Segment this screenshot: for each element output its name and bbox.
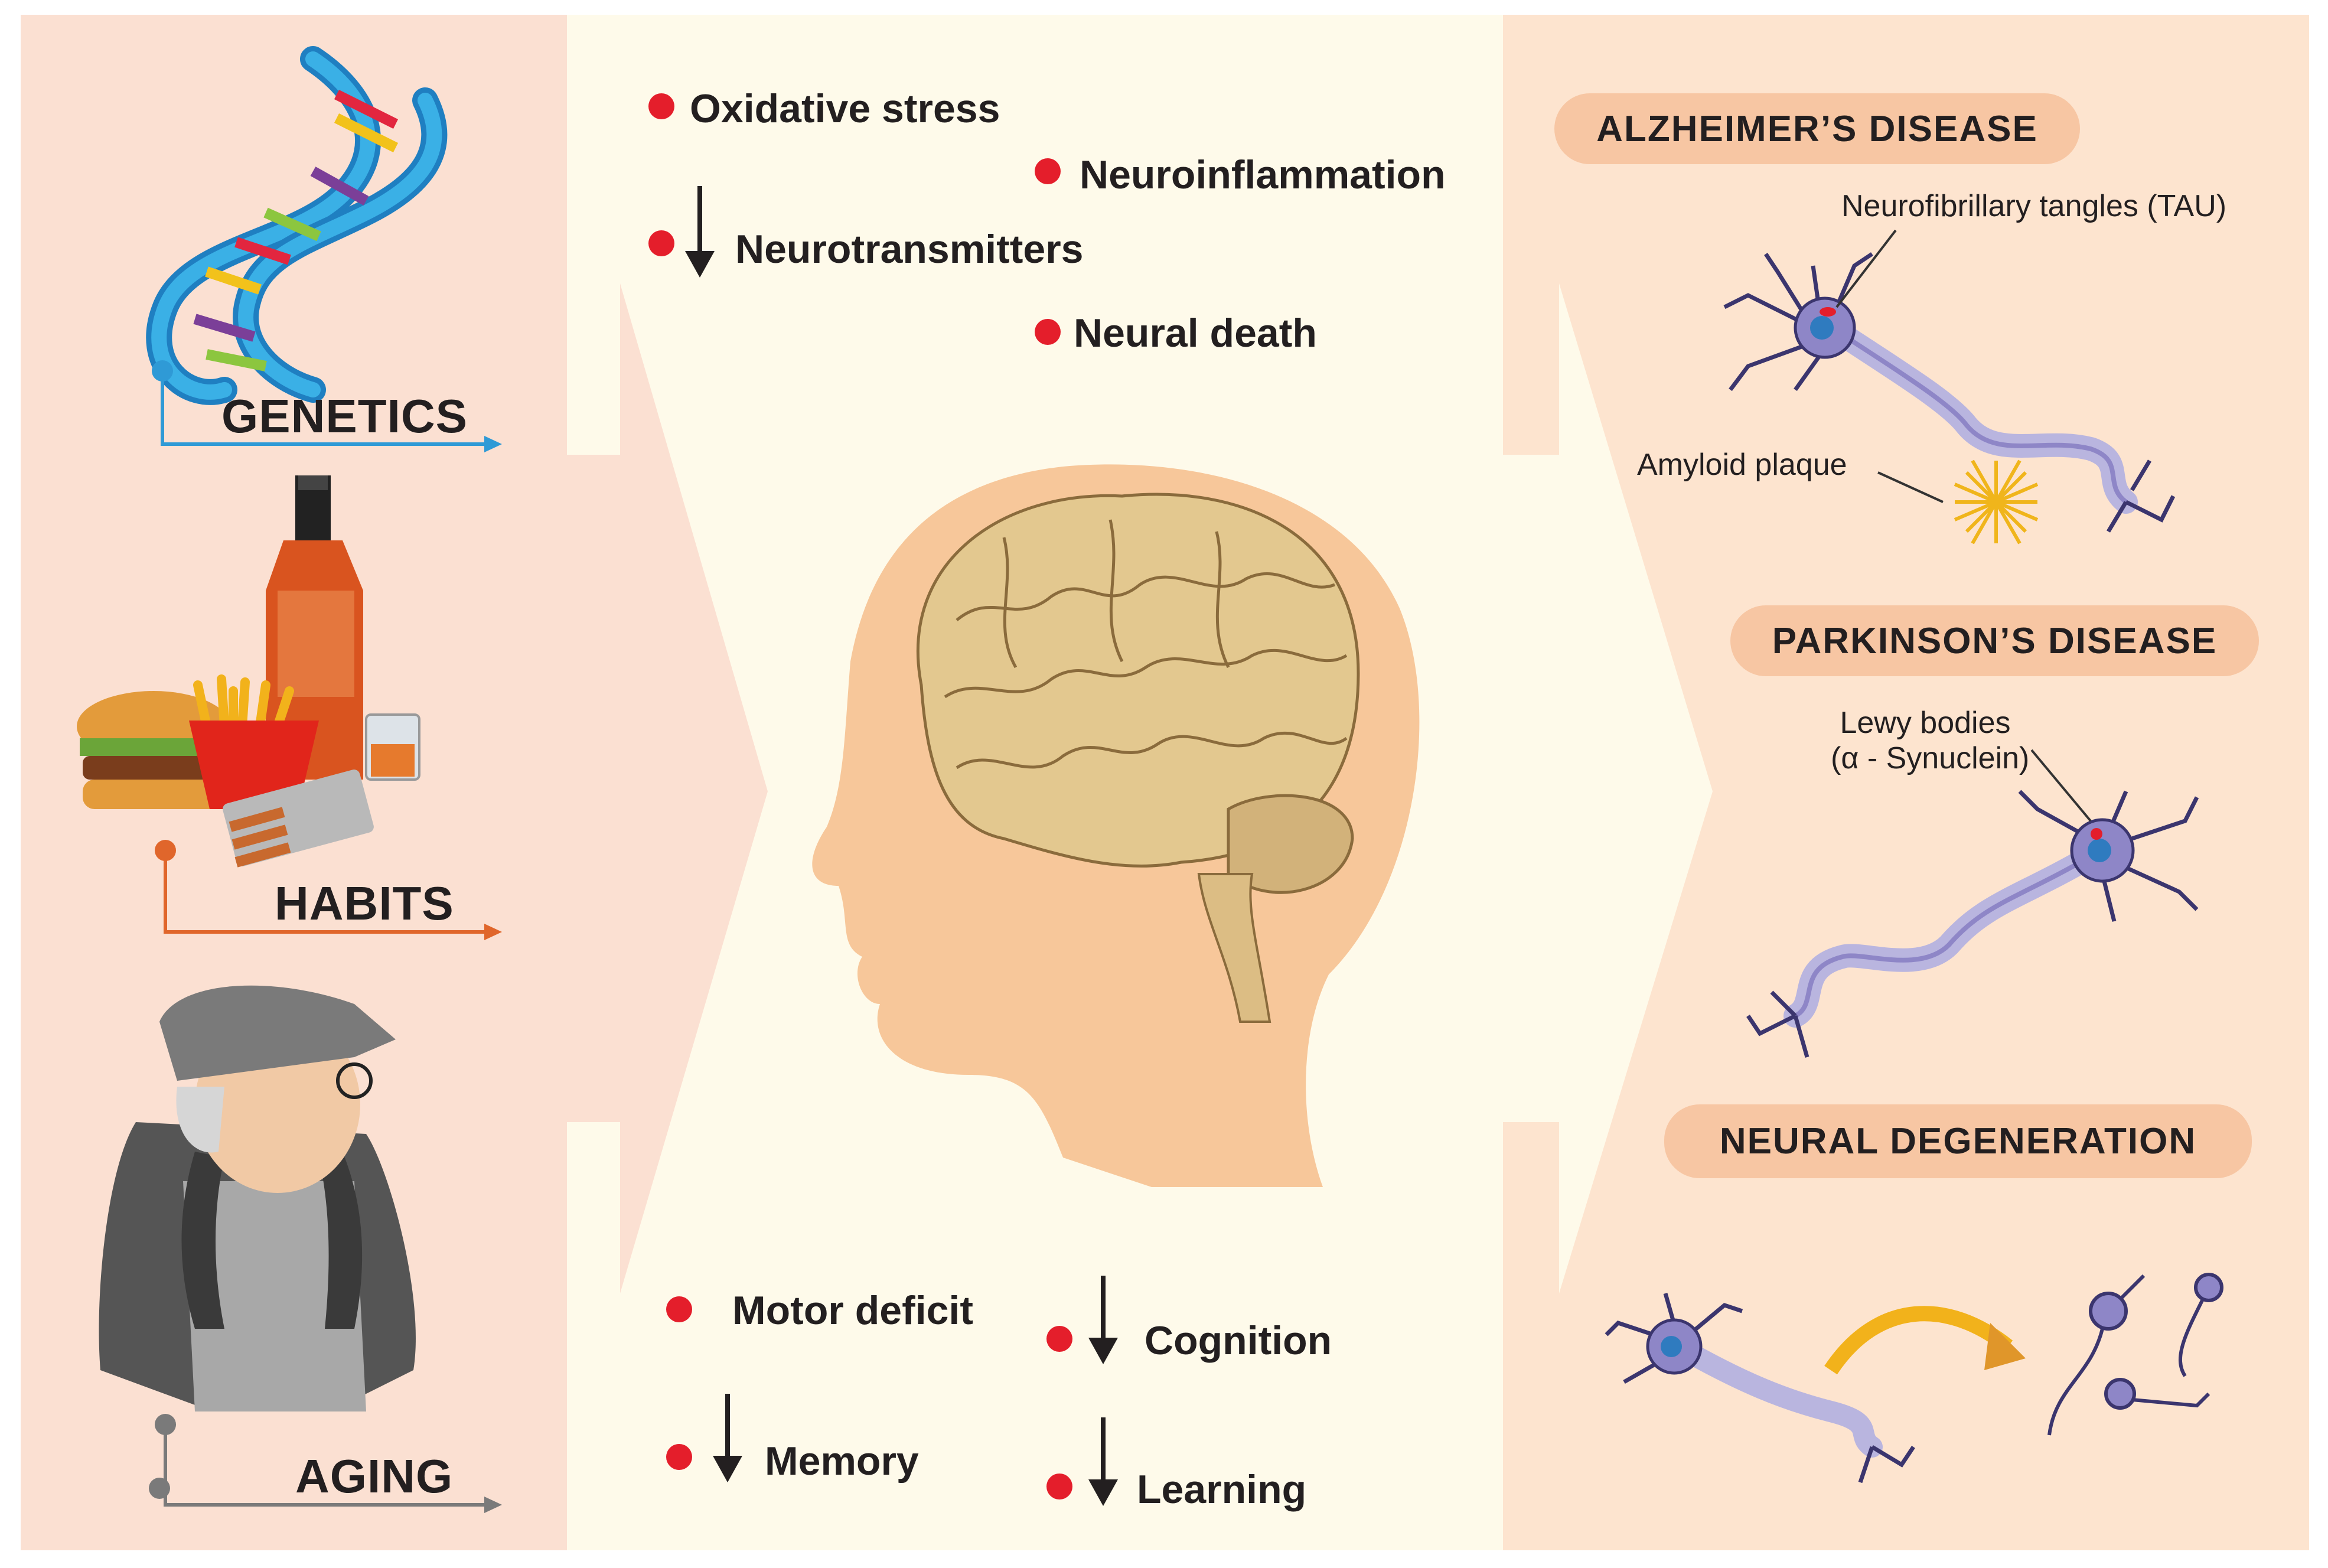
plaque-label: Amyloid plaque [1637,448,1847,482]
parkinsons-title: PARKINSON’S DISEASE [1730,605,2259,676]
neural-degeneration-title: NEURAL DEGENERATION [1664,1104,2252,1178]
amyloid-plaque [1954,459,2039,545]
aging-connector [155,1414,502,1513]
degenerated-neurons [2047,1273,2223,1436]
lewy-line-2: (α - Synuclein) [1831,741,2030,775]
bullet-dot [648,93,674,119]
alzheimers-title: ALZHEIMER’S DISEASE [1554,93,2080,164]
lewy-bodies-label: Lewy bodies (α - Synuclein) [1831,706,2030,777]
down-arrows [685,186,1118,1506]
bullet-dot [1035,319,1061,345]
oxidative-stress-label: Oxidative stress [690,86,1000,131]
tangles-pointer [1835,229,1897,308]
cognition-label: Cognition [1145,1318,1332,1363]
memory-label: Memory [765,1439,919,1484]
neurotransmitters-label: Neurotransmitters [735,227,1084,272]
genetics-label: GENETICS [221,390,468,442]
bullet-dot [1046,1326,1072,1352]
learning-label: Learning [1137,1467,1307,1512]
genetics-connector [152,360,502,452]
bullet-dot [648,230,674,256]
lewy-pointer [2030,749,2092,822]
right-arrow-notch [1503,283,1713,1293]
habits-label: HABITS [275,877,454,930]
alzheimer-neuron [1723,252,2176,533]
bullet-dot [666,1444,692,1470]
habits-icon [77,475,420,868]
neuroinflammation-label: Neuroinflammation [1080,152,1446,197]
tangles-label: Neurofibrillary tangles (TAU) [1841,189,2227,223]
lewy-line-1: Lewy bodies [1840,706,2011,740]
healthy-neuron [1605,1293,1915,1484]
elderly-man-icon [99,985,416,1499]
bullet-dot [666,1296,692,1322]
left-arrow [567,283,768,1293]
degeneration-arrowhead [1984,1323,2026,1370]
degeneration-arrow [1824,1306,2013,1375]
plaque-pointer [1877,471,1944,503]
bullet-dot [1035,158,1061,184]
bullet-dot [1046,1474,1072,1499]
parkinson-neuron [1746,790,2199,1058]
motor-deficit-label: Motor deficit [732,1288,973,1333]
neural-death-label: Neural death [1074,311,1317,356]
head-silhouette [812,464,1420,1188]
aging-label: AGING [295,1450,454,1502]
habits-connector [155,840,502,940]
